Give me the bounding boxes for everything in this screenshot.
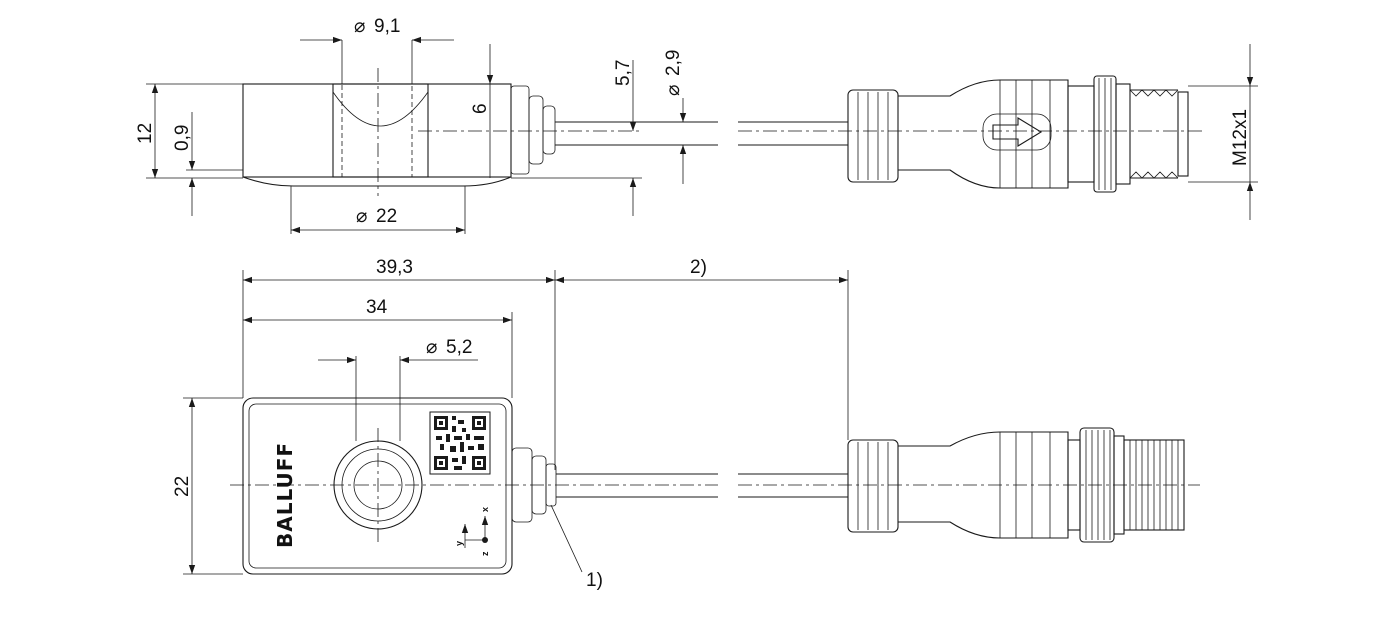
qr-code [429, 411, 491, 475]
dim-note1: 1) [586, 570, 603, 591]
connector-side-view [847, 75, 1189, 193]
axis-x-label: x [480, 507, 490, 512]
dim-note2: 2) [690, 257, 707, 278]
sensor-side-view [242, 68, 1205, 196]
front-view-dimensions: 39,3 2) 34 ⌀ 5,2 22 1) [172, 257, 849, 591]
brand-logo: BALLUFF [273, 442, 297, 548]
dim-d9-1: 9,1 [374, 16, 400, 37]
connector-front-view [847, 427, 1185, 543]
dim-d22: 22 [376, 206, 397, 227]
axis-z-label: z [480, 551, 490, 556]
dim-h0-9: 0,9 [172, 125, 193, 151]
dim-d2-9-symbol: ⌀ [663, 85, 684, 96]
dim-d22-symbol: ⌀ [356, 206, 367, 227]
dim-h12: 12 [135, 123, 156, 144]
dim-w22: 22 [172, 476, 193, 497]
dim-d9-1-symbol: ⌀ [354, 16, 365, 37]
top-view-dimensions: ⌀ 9,1 12 0,9 6 5,7 ⌀ 2,9 ⌀ 22 M12x1 [135, 16, 1258, 234]
dim-h5-7: 5,7 [613, 60, 634, 86]
dim-thread: M12x1 [1230, 109, 1251, 166]
dim-len39-3: 39,3 [376, 257, 413, 278]
dim-d5-2: 5,2 [446, 337, 472, 358]
dim-d5-2-symbol: ⌀ [426, 337, 437, 358]
dim-d2-9: 2,9 [663, 50, 684, 76]
axis-indicator: x y z [454, 507, 490, 556]
axis-y-label: y [454, 541, 464, 546]
dim-h6: 6 [470, 103, 491, 114]
sensor-front-view: BALLUFF x y z [230, 397, 1200, 575]
dim-len34: 34 [366, 297, 388, 318]
